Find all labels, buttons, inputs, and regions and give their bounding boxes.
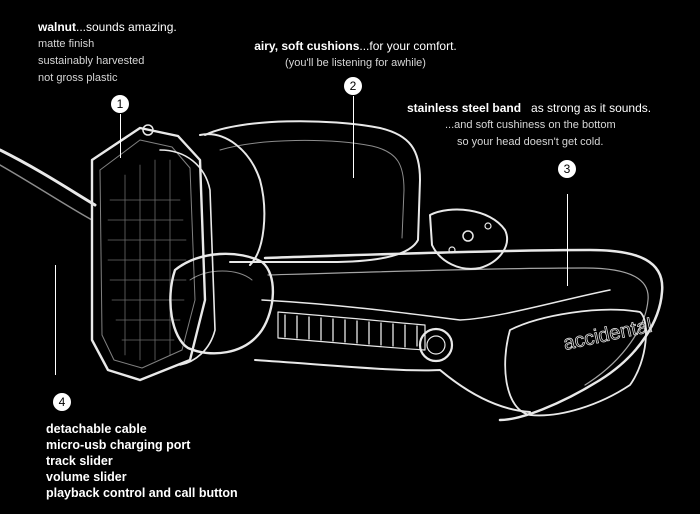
callout-4-list: detachable cable micro-usb charging port…: [46, 421, 238, 501]
callout-1-badge: 1: [111, 95, 129, 113]
feature-item: track slider: [46, 454, 113, 468]
callout-2-subtitle: ...for your comfort.: [359, 39, 457, 53]
callout-3-leader: [567, 194, 568, 286]
callout-1-line-2: sustainably harvested: [38, 55, 145, 67]
callout-4-badge: 4: [53, 393, 71, 411]
feature-item: detachable cable: [46, 422, 147, 436]
feature-item: playback control and call button: [46, 486, 238, 500]
callout-2-text: airy, soft cushions...for your comfort. …: [243, 38, 468, 72]
callout-3-line-2: so your head doesn't get cold.: [457, 136, 604, 148]
callout-1-line-3: not gross plastic: [38, 72, 118, 84]
callout-3-subtitle: as strong as it sounds.: [521, 101, 652, 115]
callout-3-text: stainless steel band as strong as it sou…: [407, 100, 651, 151]
callout-3-line-1: ...and soft cushiness on the bottom: [445, 119, 616, 131]
callout-3-badge: 3: [558, 160, 576, 178]
callout-4-leader: [55, 265, 56, 375]
callout-2-title: airy, soft cushions: [254, 39, 360, 53]
callout-1-subtitle: ...sounds amazing.: [76, 20, 177, 34]
callout-1-leader: [120, 114, 121, 158]
callout-3-title: stainless steel band: [407, 101, 522, 115]
callout-2-line-1: (you'll be listening for awhile): [285, 57, 426, 69]
callout-1-title: walnut: [38, 20, 76, 34]
callout-1-line-1: matte finish: [38, 38, 95, 50]
callout-2-leader: [353, 96, 354, 178]
callout-2-badge: 2: [344, 77, 362, 95]
brand-text: accidental: [561, 315, 654, 355]
feature-item: volume slider: [46, 470, 127, 484]
feature-item: micro-usb charging port: [46, 438, 191, 452]
callout-1-text: walnut...sounds amazing. matte finish su…: [38, 19, 177, 87]
